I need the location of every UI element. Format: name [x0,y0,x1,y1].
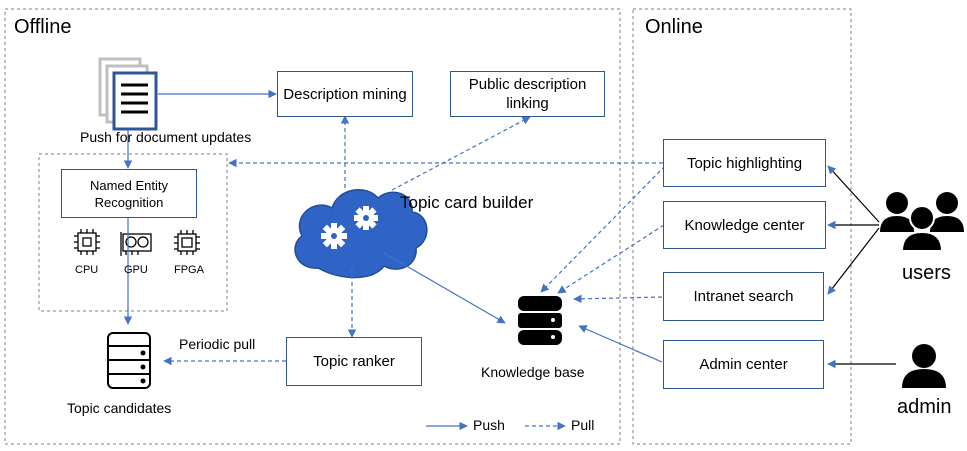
knowledge-base-label: Knowledge base [481,364,585,380]
gpu-card-icon [120,232,152,256]
users-group-icon [880,192,964,252]
edge-knowledge-center-to-knowledge-base [557,224,665,294]
periodic-pull-label: Periodic pull [179,336,256,352]
cloud-gears-icon [294,189,428,279]
gpu-label: GPU [124,264,148,276]
ner-hardware-group [38,153,228,312]
intranet-search-node: Intranet search [663,272,824,321]
topic-ranker-node: Topic ranker [286,337,422,386]
push-for-document-updates-label: Push for document updates [80,129,252,145]
edge-builder-to-knowledge-base [383,252,506,324]
public-description-linking-node: Public description linking [450,71,605,117]
online-region [632,8,852,445]
knowledge-center-node: Knowledge center [663,201,826,249]
edge-users-to-topic-highlighting [827,165,880,223]
offline-region-title: Offline [14,16,72,38]
fpga-label: FPGA [174,264,204,276]
document-stack-icon [98,57,158,131]
topic-highlighting-node: Topic highlighting [663,139,826,187]
topic-candidates-label: Topic candidates [67,400,172,416]
database-icon [518,296,562,345]
admin-center-node: Admin center [663,340,824,389]
database-icon [107,332,151,389]
edge-intranet-search-to-knowledge-base [573,294,663,304]
cpu-label: CPU [75,264,99,276]
online-region-title: Online [645,16,703,38]
users-label: users [902,262,951,284]
fpga-chip-icon [174,230,200,255]
edge-admin-center-to-knowledge-base [578,325,663,363]
admin-person-icon [902,344,946,388]
edge-builder-to-public-linking [391,116,531,191]
description-mining-node: Description mining [277,71,413,117]
legend-pull-label: Pull [571,417,595,433]
admin-label: admin [897,396,952,418]
topic-card-builder-label: Topic card builder [400,193,534,212]
offline-region [4,8,621,445]
edge-highlighting-to-knowledge-base [540,165,666,293]
named-entity-recognition-node: Named Entity Recognition [61,169,197,218]
edge-users-to-intranet-search [827,227,880,295]
cpu-chip-icon [74,229,100,255]
legend-push-label: Push [473,417,505,433]
